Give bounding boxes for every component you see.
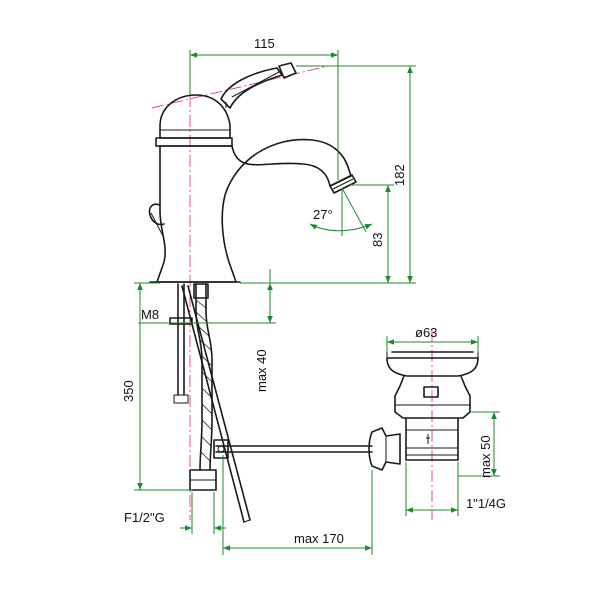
label-182: 182 — [392, 164, 407, 186]
label-thread-drain: 1"1/4G — [466, 496, 506, 511]
dimension-labels: 115 182 83 27° M8 350 max 40 ø63 max 50 … — [121, 36, 506, 546]
label-m8: M8 — [141, 307, 159, 322]
label-inlet-thread: F1/2"G — [124, 510, 165, 525]
label-max-170: max 170 — [294, 531, 344, 546]
body-collar — [155, 137, 233, 147]
label-max-40: max 40 — [254, 349, 269, 392]
center-axes — [151, 55, 433, 520]
label-diameter-63: ø63 — [415, 325, 437, 340]
handle-cap — [278, 62, 297, 79]
braided-hose — [195, 283, 203, 471]
handle-lever — [220, 67, 283, 109]
label-max-50: max 50 — [478, 435, 493, 478]
label-115: 115 — [254, 36, 275, 51]
dimension-lines — [134, 50, 500, 555]
pivot-knob — [368, 427, 401, 471]
faucet-body — [148, 62, 357, 283]
label-350: 350 — [121, 380, 136, 402]
drain-assembly — [368, 351, 479, 471]
aerator — [329, 174, 357, 194]
label-27deg: 27° — [313, 207, 333, 222]
drain-flange — [386, 357, 479, 377]
dome-cap — [159, 94, 231, 139]
under-deck — [169, 283, 373, 523]
popup-lever — [148, 203, 165, 226]
popup-rod — [181, 285, 245, 523]
label-83: 83 — [370, 233, 385, 247]
